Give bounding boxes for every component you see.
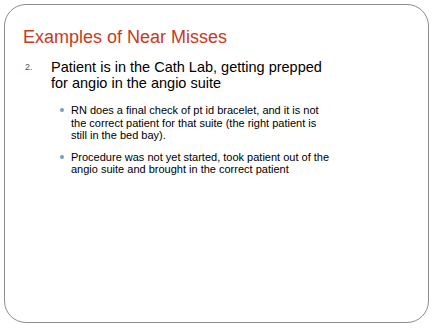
list-item-text: Patient is in the Cath Lab, getting prep… (51, 59, 341, 91)
bullet-dot (60, 155, 64, 159)
bullet-dot (60, 108, 64, 112)
slide-title: Examples of Near Misses (23, 27, 227, 48)
bullet-text: Procedure was not yet started, took pati… (71, 151, 333, 176)
bullet-text: RN does a final check of pt id bracelet,… (71, 104, 333, 142)
list-number: 2. (25, 62, 33, 72)
slide-frame: Examples of Near Misses 2. Patient is in t… (4, 4, 429, 323)
